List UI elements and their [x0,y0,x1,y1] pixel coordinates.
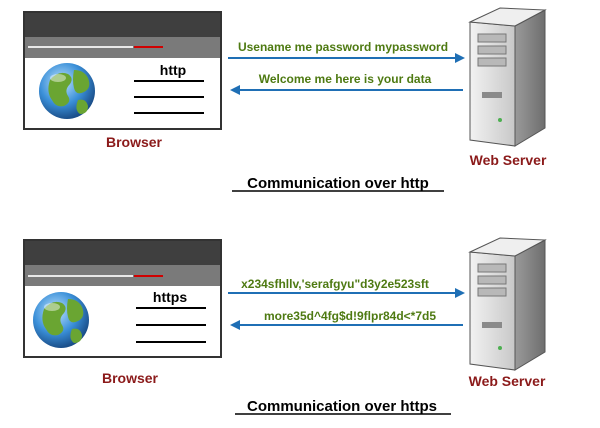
request-message: x234sfhllv,'serafgyu"d3y2e523sft [241,277,429,291]
caption-http: Communication over http [247,175,429,192]
server-label: Web Server [470,152,547,168]
caption-https: Communication over https [247,398,437,415]
browser-window-icon [23,239,222,358]
browser-label: Browser [102,370,159,386]
server-tower-icon [468,7,547,147]
server-tower-icon [468,237,547,371]
request-message: Usename me password mypassword [238,40,448,54]
response-message: more35d^4fg$d!9flpr84d<*7d5 [264,309,436,323]
globe-icon [33,292,89,348]
panel-http: http Browser Usename me password mypassw… [23,7,547,192]
browser-protocol-label: http [160,62,186,78]
response-message: Welcome me here is your data [259,72,432,86]
globe-icon [39,63,95,119]
server-label: Web Server [469,373,546,389]
browser-protocol-label: https [153,289,187,305]
browser-label: Browser [106,134,163,150]
panel-https: https Browser x234sfhllv,'serafgyu"d3y2e… [23,237,547,415]
